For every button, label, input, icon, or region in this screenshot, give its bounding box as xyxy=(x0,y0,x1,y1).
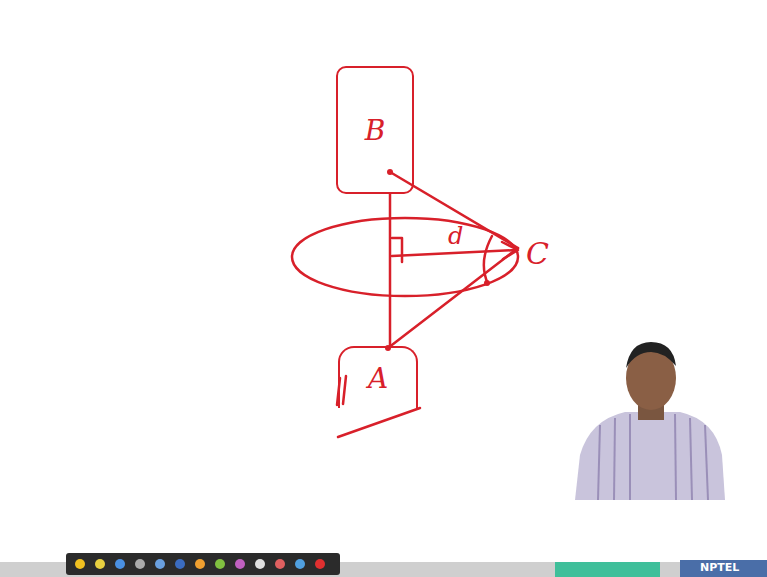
distance-arrow xyxy=(392,250,516,256)
line-a-to-c xyxy=(388,248,518,348)
ellipse-orbit xyxy=(292,218,518,296)
arrow-head xyxy=(502,242,518,259)
connector-line xyxy=(390,194,391,346)
distance-label: d xyxy=(448,222,463,250)
watermark: NPTEL xyxy=(700,561,739,574)
lecturer-figure xyxy=(575,342,725,500)
box-b: B xyxy=(336,66,414,194)
tick-mark xyxy=(343,376,346,404)
point-label: C xyxy=(526,236,549,271)
logo-band xyxy=(555,562,660,577)
base-line xyxy=(338,408,420,437)
small-arc xyxy=(484,236,492,284)
box-a: A xyxy=(338,346,418,408)
toolbar xyxy=(66,553,340,575)
point-dot xyxy=(484,280,490,286)
point-dot xyxy=(387,169,393,175)
right-angle-mark xyxy=(392,238,402,262)
node-letter: B xyxy=(365,114,386,147)
node-letter: A xyxy=(368,362,388,395)
logo-panel xyxy=(680,560,767,577)
toolbar-icons xyxy=(75,559,325,569)
